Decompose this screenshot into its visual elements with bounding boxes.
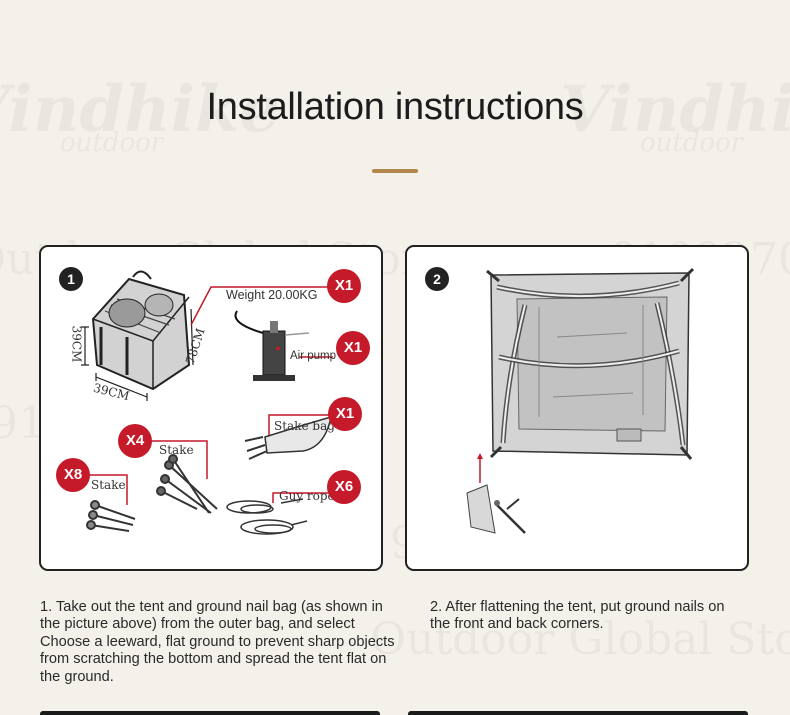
next-panel-1-edge [40,711,380,715]
stake-label-x4: Stake [159,443,194,457]
packing-list-illustration [81,270,333,535]
stakes-x8-icon [86,500,136,532]
stake-label-x8: Stake [91,478,126,492]
watermark-sub-left: outdoor [60,128,163,158]
stakes-x4-icon [156,454,218,514]
stake-bag-label: Stake bag [274,419,335,433]
step-2-description: 2. After flattening the tent, put ground… [430,599,725,633]
guy-rope-icon [226,498,308,535]
page-title: Installation instructions [206,86,584,128]
dim-height-label: 39CM [69,325,84,363]
flat-tent-icon [486,267,695,460]
title-divider [372,169,418,173]
ground-nail-detail-icon [466,484,526,534]
step-number-2: 2 [425,267,449,291]
weight-label: Weight 20.00KG [226,288,318,302]
badge-bag-x1: X1 [327,269,361,303]
tent-flat-illustration [466,267,695,534]
step-2-panel: 2 [405,245,749,571]
next-panel-2-edge [408,711,748,715]
watermark-sub-right: outdoor [640,128,743,158]
step-number-1: 1 [59,267,83,291]
tent-bag-icon [91,270,191,391]
badge-rope-x6: X6 [327,470,361,504]
air-pump-label: Air pump [290,350,337,362]
air-pump-icon [234,310,310,381]
badge-stake-x8: X8 [56,458,90,492]
step-1-panel: 1 Weight 20.00KG 39CM 78CM 39CM Air pump… [39,245,383,571]
badge-stake-x4: X4 [118,424,152,458]
badge-pump-x1: X1 [336,331,370,365]
badge-stakebag-x1: X1 [328,397,362,431]
step-1-description: 1. Take out the tent and ground nail bag… [40,599,395,685]
guy-rope-label: Guy rope [279,489,335,503]
